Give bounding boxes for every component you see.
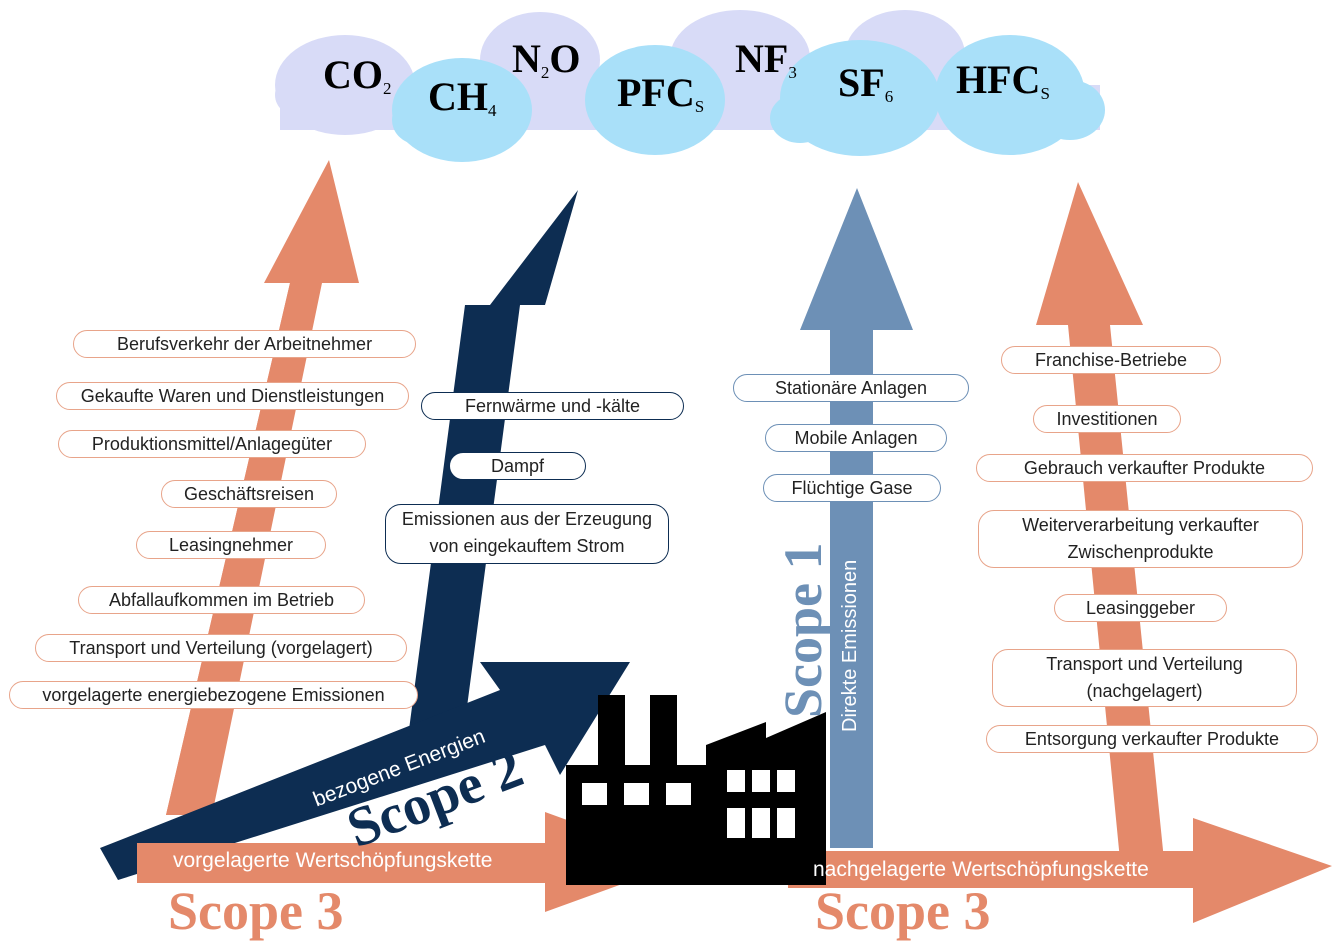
scope3-downstream-title: Scope 3 xyxy=(815,881,991,941)
downstream-item-gebrauch: Gebrauch verkaufter Produkte xyxy=(976,454,1313,482)
scope1-item-stationaer: Stationäre Anlagen xyxy=(733,374,969,402)
downstream-chain-arrow xyxy=(788,818,1332,923)
downstream-item-franchise: Franchise-Betriebe xyxy=(1001,346,1221,374)
upstream-item-transport: Transport und Verteilung (vorgelagert) xyxy=(35,634,407,662)
gas-ch4: CH4 xyxy=(428,74,497,120)
scope2-main-arrow xyxy=(100,662,630,880)
downstream-item-leasinggeber: Leasinggeber xyxy=(1054,594,1227,622)
gas-nf3: NF3 xyxy=(735,36,797,82)
gas-labels: CO2 CH4 N2O PFCS NF3 SF6 HFCS xyxy=(323,36,1050,120)
upstream-item-energiebezogen: vorgelagerte energiebezogene Emissionen xyxy=(9,681,418,709)
scope1-title: Scope 1 xyxy=(773,542,833,719)
downstream-item-entsorgung: Entsorgung verkaufter Produkte xyxy=(986,725,1318,753)
downstream-item-transport: Transport und Verteilung (nachgelagert) xyxy=(992,649,1297,707)
scope2-item-strom: Emissionen aus der Erzeugung von eingeka… xyxy=(385,504,669,564)
upstream-item-leasingnehmer: Leasingnehmer xyxy=(136,531,326,559)
scope1-item-fluechtig: Flüchtige Gase xyxy=(763,474,941,502)
gas-pfcs: PFCS xyxy=(617,70,704,116)
scope1-subtitle: Direkte Emissionen xyxy=(839,559,861,732)
upstream-item-abfallaufkommen: Abfallaufkommen im Betrieb xyxy=(78,586,365,614)
upstream-chain-arrow xyxy=(137,812,683,912)
gas-co2: CO2 xyxy=(323,52,392,98)
upstream-item-berufsverkehr: Berufsverkehr der Arbeitnehmer xyxy=(73,330,416,358)
scope2-item-fernwaerme: Fernwärme und -kälte xyxy=(421,392,684,420)
downstream-item-investitionen: Investitionen xyxy=(1033,405,1181,433)
upstream-item-geschaeftsreisen: Geschäftsreisen xyxy=(161,480,337,508)
downstream-item-weiterverarbeitung: Weiterverarbeitung verkaufter Zwischenpr… xyxy=(978,510,1303,568)
factory-icon xyxy=(566,695,826,885)
gas-hfcs: HFCS xyxy=(956,57,1050,103)
gas-sf6: SF6 xyxy=(838,60,893,106)
scope1-item-mobil: Mobile Anlagen xyxy=(765,424,947,452)
upstream-item-gekaufte-waren: Gekaufte Waren und Dienstleistungen xyxy=(56,382,409,410)
scope2-item-dampf: Dampf xyxy=(449,452,586,480)
upstream-chain-label: vorgelagerte Wertschöpfungskette xyxy=(173,849,493,872)
emission-clouds xyxy=(275,10,1105,162)
gas-n2o: N2O xyxy=(512,36,581,82)
downstream-chain-label: nachgelagerte Wertschöpfungskette xyxy=(813,858,1149,881)
upstream-item-produktionsmittel: Produktionsmittel/Anlagegüter xyxy=(58,430,366,458)
scope3-upstream-title: Scope 3 xyxy=(168,881,344,941)
scope1-arrow xyxy=(800,188,913,848)
